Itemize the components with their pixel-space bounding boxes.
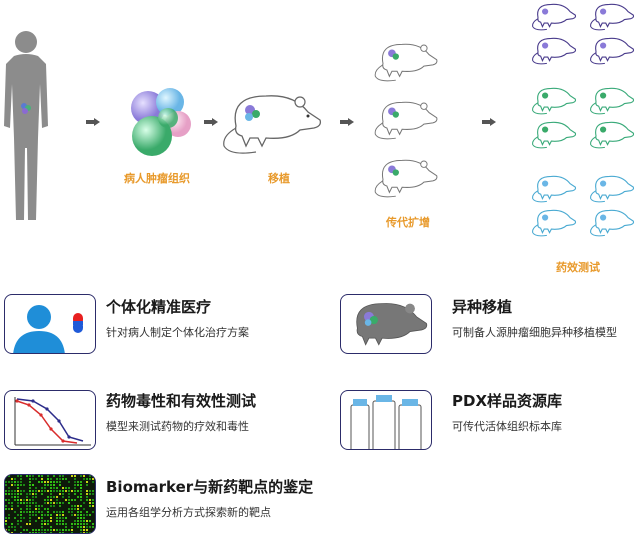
card-title-biomarker: Biomarker与新药靶点的鉴定 xyxy=(106,478,314,496)
test-mouse xyxy=(532,209,577,237)
arrow-icon xyxy=(482,118,496,126)
stage-label-passage: 传代扩增 xyxy=(386,216,430,229)
card-title-pdx-bank: PDX样品资源库 xyxy=(452,392,563,410)
stage-label-drug-test: 药效测试 xyxy=(556,261,600,274)
card-desc-precision-medicine: 针对病人制定个体化治疗方案 xyxy=(106,326,249,339)
transplant-mouse-illustration xyxy=(223,95,322,154)
stage-label-tumor-tissue: 病人肿瘤组织 xyxy=(124,172,190,185)
arrow-icon xyxy=(340,118,354,126)
card-title-xenograft: 异种移植 xyxy=(452,298,513,316)
sample-bottles-icon xyxy=(340,390,432,450)
human-silhouette xyxy=(4,31,48,220)
test-mouse xyxy=(590,209,635,237)
test-mouse xyxy=(590,37,635,65)
card-desc-drug-testing: 模型来测试药物的疗效和毒性 xyxy=(106,420,249,433)
arrow-icon xyxy=(204,118,218,126)
passage-mouse-2 xyxy=(374,101,438,140)
mouse-icon xyxy=(340,294,432,354)
test-mouse xyxy=(590,175,635,203)
test-mouse xyxy=(532,3,577,31)
passage-mouse-3 xyxy=(374,159,438,198)
test-mouse xyxy=(590,3,635,31)
passage-mouse-1 xyxy=(374,43,438,82)
test-mouse xyxy=(590,87,635,115)
patient-pill-icon xyxy=(4,294,96,354)
curve-chart-icon xyxy=(4,390,96,450)
card-title-precision-medicine: 个体化精准医疗 xyxy=(106,298,212,316)
card-desc-xenograft: 可制备人源肿瘤细胞异种移植模型 xyxy=(452,326,617,339)
heatmap-icon xyxy=(4,474,96,534)
test-mouse xyxy=(532,121,577,149)
stage-label-transplant: 移植 xyxy=(268,172,290,185)
test-mouse xyxy=(532,175,577,203)
arrow-icon xyxy=(86,118,100,126)
drug-test-mice-grid xyxy=(528,0,640,250)
card-desc-biomarker: 运用各组学分析方式探索新的靶点 xyxy=(106,506,271,519)
test-mouse xyxy=(532,87,577,115)
card-desc-pdx-bank: 可传代活体组织标本库 xyxy=(452,420,562,433)
tumor-tissue-illustration xyxy=(131,88,191,156)
test-mouse xyxy=(532,37,577,65)
card-title-drug-testing: 药物毒性和有效性测试 xyxy=(106,392,257,410)
test-mouse xyxy=(590,121,635,149)
